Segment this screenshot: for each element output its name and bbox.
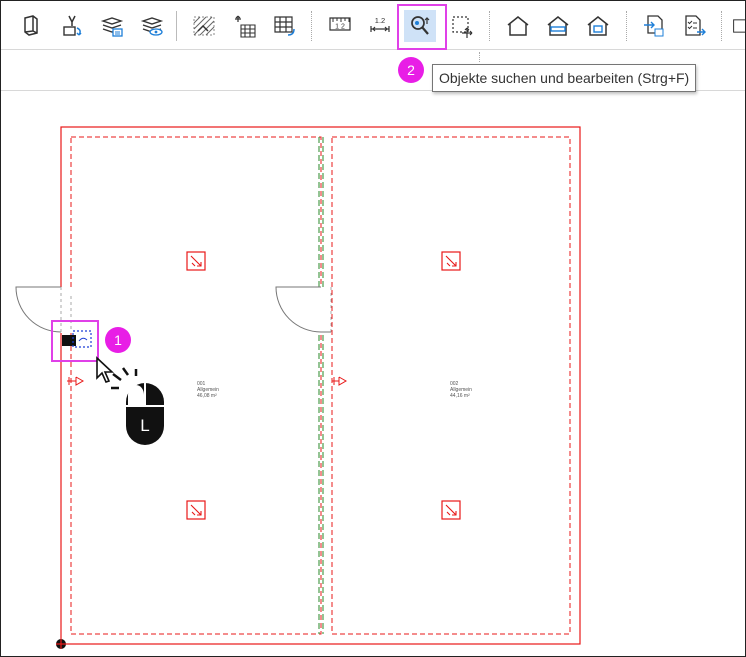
toolbar-separator	[311, 11, 312, 41]
checklist-export-button[interactable]	[678, 10, 710, 42]
grid-move-icon	[235, 15, 256, 38]
door-swing-middle[interactable]	[275, 286, 322, 333]
partial-tool-icon	[733, 19, 745, 33]
room-label-001[interactable]: 001 Allgemein 46,08 m²	[197, 381, 219, 399]
layer-stack-button[interactable]	[96, 10, 128, 42]
svg-text:1 2: 1 2	[335, 24, 345, 31]
search-edit-objects-button[interactable]	[404, 10, 436, 42]
view-3d-icon	[24, 15, 38, 36]
export-document-icon	[644, 15, 664, 37]
house-outline-icon	[507, 16, 529, 36]
mouse-left-click-icon: L	[125, 382, 165, 446]
switch-symbol-left[interactable]	[67, 376, 85, 386]
switch-symbol-middle[interactable]	[332, 376, 348, 386]
click-burst-icon	[111, 367, 138, 390]
house-floor-icon	[547, 16, 569, 36]
layer-visibility-button[interactable]	[136, 10, 168, 42]
outer-wall[interactable]	[60, 126, 581, 645]
mouse-button-label: L	[140, 416, 150, 435]
level-dimension-icon: 1.2	[370, 16, 390, 32]
transform-button[interactable]	[56, 10, 88, 42]
layer-stack-icon	[100, 17, 124, 37]
room-name: Allgemein	[450, 387, 472, 393]
toolbar-separator	[479, 52, 480, 62]
checklist-export-icon	[685, 15, 706, 36]
floor-plan	[15, 126, 581, 649]
grid-table-icon	[274, 16, 295, 36]
toolbar: 1 2 1.2	[1, 1, 745, 50]
level-dimension-button[interactable]: 1.2	[364, 10, 396, 42]
house-outline-button[interactable]	[502, 10, 534, 42]
grid-move-button[interactable]	[228, 10, 260, 42]
step-badge-1: 1	[105, 327, 131, 353]
room-area: 44,16 m²	[450, 393, 470, 399]
step-badge-2: 2	[398, 57, 424, 83]
room-label-002[interactable]: 002 Allgemein 44,16 m²	[450, 381, 472, 399]
hatch-pattern-button[interactable]	[188, 10, 220, 42]
mouse-cursor-icon	[96, 356, 115, 383]
view-3d-button[interactable]	[15, 10, 47, 42]
select-move-button[interactable]	[446, 10, 478, 42]
svg-text:1.2: 1.2	[375, 16, 385, 25]
hatch-pattern-icon	[193, 16, 215, 36]
partition-wall[interactable]	[318, 137, 324, 634]
fixture-symbol-room2-bottom[interactable]	[441, 500, 461, 520]
selected-object[interactable]	[62, 330, 92, 348]
drawing-canvas[interactable]: 1 L 001 Allgemein 46,08 m² 002 Al	[1, 91, 745, 656]
search-edit-objects-icon	[411, 16, 430, 35]
house-room-icon	[587, 16, 609, 36]
fixture-symbol-room1-bottom[interactable]	[186, 500, 206, 520]
fixture-symbol-room1-top[interactable]	[186, 251, 206, 271]
tooltip: Objekte suchen und bearbeiten (Strg+F)	[432, 64, 697, 92]
toolbar-separator	[176, 11, 177, 41]
house-room-button[interactable]	[582, 10, 614, 42]
toolbar-separator	[721, 11, 722, 41]
door-opening-middle	[317, 287, 331, 333]
house-floor-button[interactable]	[542, 10, 574, 42]
select-move-icon	[452, 16, 473, 38]
room-name: Allgemein	[197, 387, 219, 393]
room-number: 001	[197, 381, 206, 387]
toolbar-separator	[489, 11, 490, 41]
more-tools-button[interactable]	[729, 10, 745, 42]
room-area: 46,08 m²	[197, 393, 217, 399]
dimension-tool-button[interactable]: 1 2	[324, 10, 356, 42]
search-button-highlight	[397, 4, 447, 50]
toolbar-separator	[626, 11, 627, 41]
layer-visibility-icon	[140, 17, 164, 36]
grid-table-button[interactable]	[268, 10, 300, 42]
transform-icon	[63, 15, 82, 36]
origin-marker[interactable]	[56, 639, 66, 649]
room-boundary-001[interactable]	[70, 136, 322, 635]
fixture-symbol-room2-top[interactable]	[441, 251, 461, 271]
dimension-tool-icon: 1 2	[329, 17, 351, 31]
export-document-button[interactable]	[638, 10, 670, 42]
object-highlight	[51, 320, 99, 362]
room-number: 002	[450, 381, 459, 387]
